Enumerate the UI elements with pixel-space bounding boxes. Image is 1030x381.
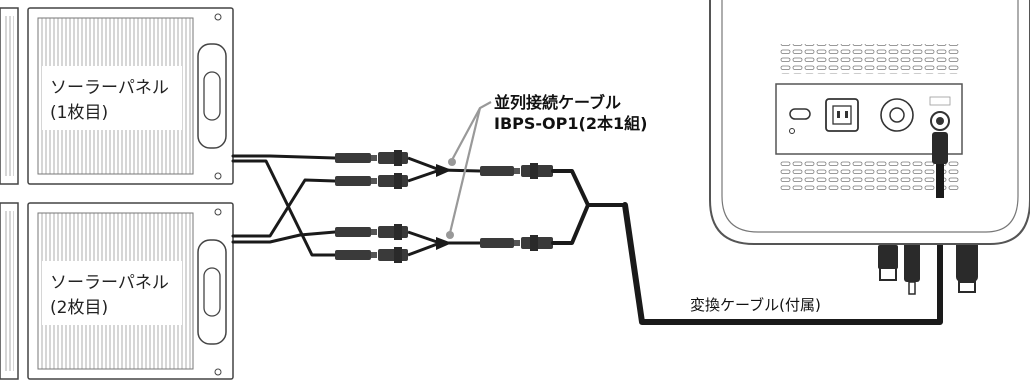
parallel-cable-label-line2: IBPS-OP1(2本1組) xyxy=(494,114,647,133)
solar-panel-2 xyxy=(0,202,234,380)
parallel-cable-connectors xyxy=(335,150,408,263)
panel-1-label-line2: (1枚目) xyxy=(50,103,108,123)
cable-pointer-dots xyxy=(446,158,456,239)
panel-2-label-line1: ソーラーパネル xyxy=(50,273,169,293)
solar-panel-1 xyxy=(0,7,234,185)
parallel-cable-label-line1: 並列接続ケーブル xyxy=(494,93,621,112)
merged-connectors xyxy=(480,163,553,251)
panel-output-cables xyxy=(231,154,337,257)
y-branch-nodes xyxy=(436,164,452,250)
conversion-cable xyxy=(551,169,943,325)
panel-2-label-line2: (2枚目) xyxy=(50,298,108,318)
power-station xyxy=(709,0,1030,245)
cable-pointer-lines xyxy=(448,101,492,234)
conversion-cable-label: 変換ケーブル(付属) xyxy=(690,296,821,314)
panel-1-label-line1: ソーラーパネル xyxy=(50,78,169,98)
